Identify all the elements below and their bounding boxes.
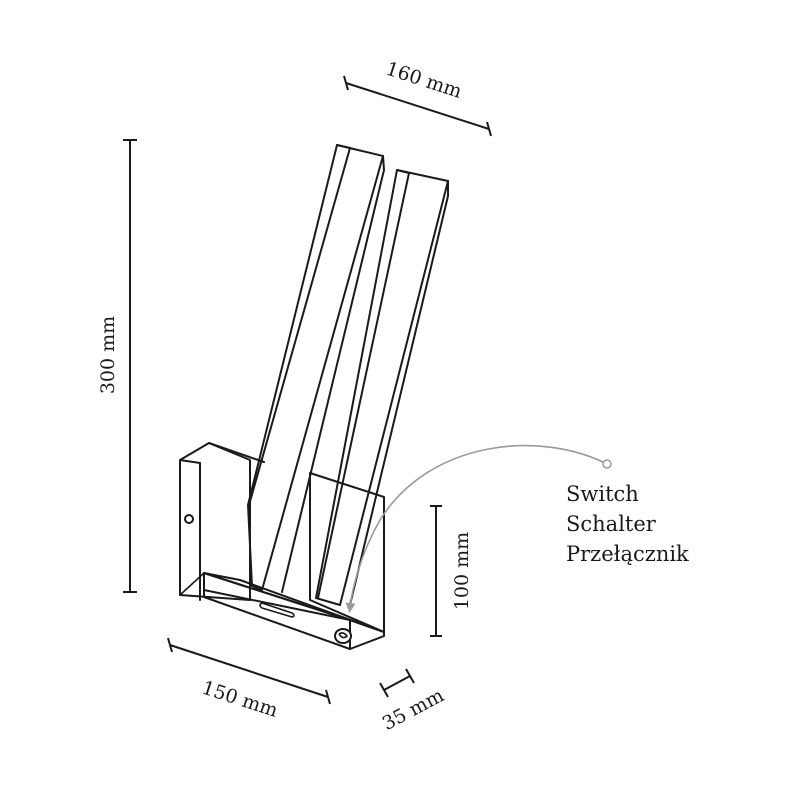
dimension-line [383, 675, 411, 691]
left-bar-edge [382, 155, 385, 171]
left-bar-edge [248, 147, 351, 506]
right-light-bar [315, 169, 449, 606]
back-plate-edge [179, 572, 205, 596]
switch-label-en: Switch [566, 482, 639, 506]
left-bar-inner-edge [281, 169, 385, 593]
dimension-base-height: 100 mm [430, 505, 473, 637]
pointer-origin-icon [602, 459, 612, 469]
right-back-plate [309, 472, 385, 633]
dimension-depth: 35 mm [379, 668, 448, 735]
dimension-total-height: 300 mm [97, 139, 137, 593]
dimension-label-depth: 35 mm [379, 684, 448, 735]
dimension-top-width: 160 mm [343, 58, 492, 137]
right-bar-outline [315, 169, 449, 606]
dimension-line [345, 82, 490, 130]
lamp-drawing [179, 144, 449, 650]
switch-button-mark [338, 632, 348, 639]
dimension-tick [379, 682, 389, 698]
switch-label-pl: Przełącznik [566, 542, 689, 566]
switch-labels: Switch Schalter Przełącznik [566, 482, 689, 566]
pointer-curve [345, 444, 608, 613]
right-bar-edge [317, 172, 410, 599]
left-light-bar [247, 144, 385, 593]
light-slot [259, 602, 295, 618]
right-plate-outline [309, 472, 385, 633]
dimension-tick [486, 121, 492, 137]
dimension-tick [343, 75, 349, 91]
dimension-tick [167, 637, 173, 653]
dimension-line [169, 644, 329, 698]
back-plate-edge [179, 459, 201, 464]
mounting-screw-icon [184, 514, 194, 524]
base-box [203, 572, 385, 650]
base-outline [203, 572, 385, 650]
back-plate [179, 442, 265, 601]
switch-pointer [345, 444, 612, 613]
left-bar-outline [247, 144, 384, 591]
switch-label-de: Schalter [566, 512, 657, 536]
dimension-label-base-width: 150 mm [199, 677, 280, 722]
right-bar-inner-edge [349, 195, 449, 606]
back-plate-top-edge [208, 442, 265, 463]
switch-button-icon [334, 628, 352, 644]
right-bar-edge [396, 169, 410, 174]
dimension-label-top-width: 160 mm [383, 58, 464, 103]
dimension-label-base-height: 100 mm [451, 532, 473, 610]
dimension-tick [325, 689, 331, 705]
base-edge [203, 572, 351, 621]
dimension-label-total-height: 300 mm [97, 316, 119, 394]
dimension-tick [405, 668, 415, 684]
dimension-base-width: 150 mm [167, 637, 331, 722]
left-bar-edge [336, 144, 351, 149]
